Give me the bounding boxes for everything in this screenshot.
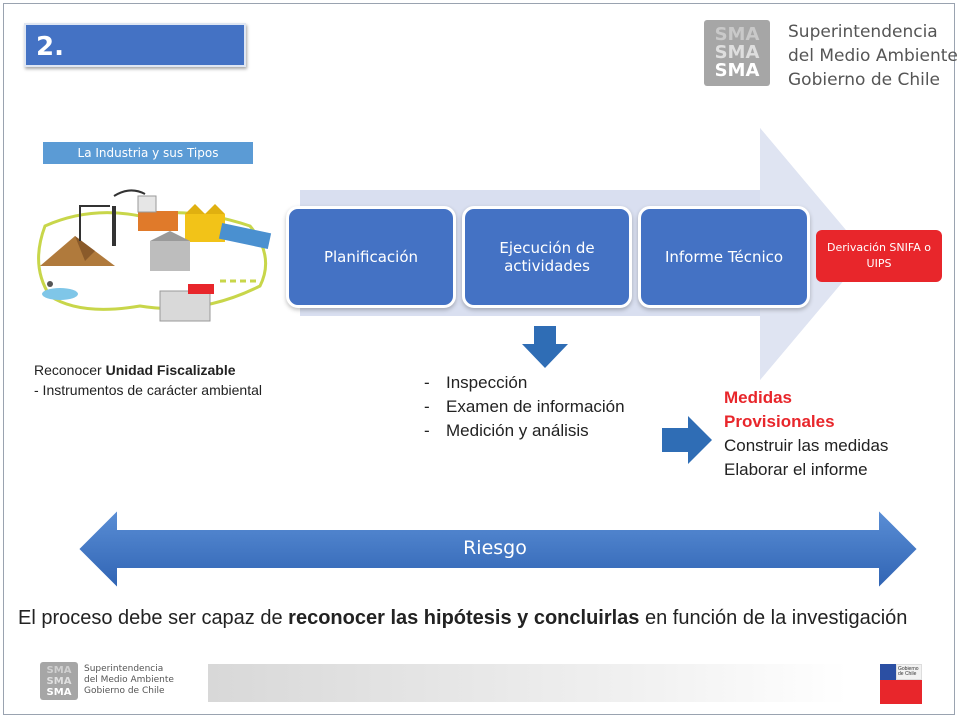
unit-prefix: Reconocer <box>34 362 106 378</box>
gov-label: Gobierno de Chile <box>898 667 919 677</box>
sma-logo: SMA SMA SMA <box>704 20 770 86</box>
org-name-line: Superintendencia <box>84 664 164 674</box>
slide-title: 2. Fiscalización <box>24 23 246 106</box>
step-derivacion: Derivación SNIFA o UIPS <box>816 230 942 282</box>
step-label: Derivación SNIFA o UIPS <box>827 241 931 270</box>
measures-title: Provisionales <box>724 412 835 431</box>
unit-bold: Unidad Fiscalizable <box>105 362 236 378</box>
step-planificacion: Planificación <box>286 206 456 308</box>
risk-label: Riesgo <box>463 537 527 559</box>
industry-banner: La Industria y sus Tipos <box>43 142 253 164</box>
sma-logo-line: SMA <box>46 665 72 676</box>
step-label: Planificación <box>323 248 419 266</box>
footer-org-name: Superintendencia del Medio Ambiente Gobi… <box>84 664 174 697</box>
org-name-line: Superintendencia <box>788 22 938 42</box>
right-arrow-icon <box>662 416 712 464</box>
conclusion-bold: reconocer las hipótesis y concluirlas <box>288 607 640 629</box>
industry-illustration <box>37 189 272 322</box>
list-item: Examen de información <box>420 395 625 419</box>
list-item: Inspección <box>420 371 625 395</box>
measures-item: Elaborar el informe <box>724 460 868 479</box>
conclusion-part2: en función de la investigación <box>639 607 908 629</box>
footer-bar <box>208 664 848 702</box>
measures-block: Medidas Provisionales Construir las medi… <box>724 386 888 482</box>
measures-title: Medidas <box>724 388 793 407</box>
step-label: Informe Técnico <box>664 248 784 266</box>
org-name-line: Gobierno de Chile <box>788 70 941 90</box>
sma-logo-line: SMA <box>714 60 760 81</box>
unit-text: Reconocer Unidad Fiscalizable - Instrume… <box>34 360 262 400</box>
conclusion-part1: El proceso debe ser capaz de <box>18 607 289 629</box>
risk-arrow <box>76 506 920 592</box>
footer-sma-logo: SMA SMA SMA <box>40 662 78 700</box>
org-name-line: del Medio Ambiente <box>788 46 958 66</box>
down-arrow-icon <box>522 326 568 368</box>
step-label: Ejecución de actividades <box>499 239 595 275</box>
sma-logo-line: SMA <box>46 676 72 687</box>
gov-label-line: Gobierno <box>898 666 919 672</box>
slide-frame <box>3 3 955 715</box>
conclusion-text: El proceso debe ser capaz de reconocer l… <box>18 605 938 631</box>
org-name-line: del Medio Ambiente <box>84 675 174 685</box>
org-name-line: Gobierno de Chile <box>84 686 165 696</box>
gov-label-line: de Chile <box>898 671 917 677</box>
step-informe: Informe Técnico <box>638 206 810 308</box>
sma-logo-line: SMA <box>714 42 760 63</box>
unit-line2: - Instrumentos de carácter ambiental <box>34 382 262 398</box>
gobierno-chile-logo: Gobierno de Chile <box>880 664 922 704</box>
activities-list: Inspección Examen de información Medició… <box>420 371 625 443</box>
org-name: Superintendencia del Medio Ambiente Gobi… <box>788 20 958 92</box>
step-ejecucion: Ejecución de actividades <box>462 206 632 308</box>
sma-logo-line: SMA <box>46 687 72 698</box>
list-item: Medición y análisis <box>420 419 625 443</box>
sma-logo-line: SMA <box>714 24 760 45</box>
measures-item: Construir las medidas <box>724 436 889 455</box>
